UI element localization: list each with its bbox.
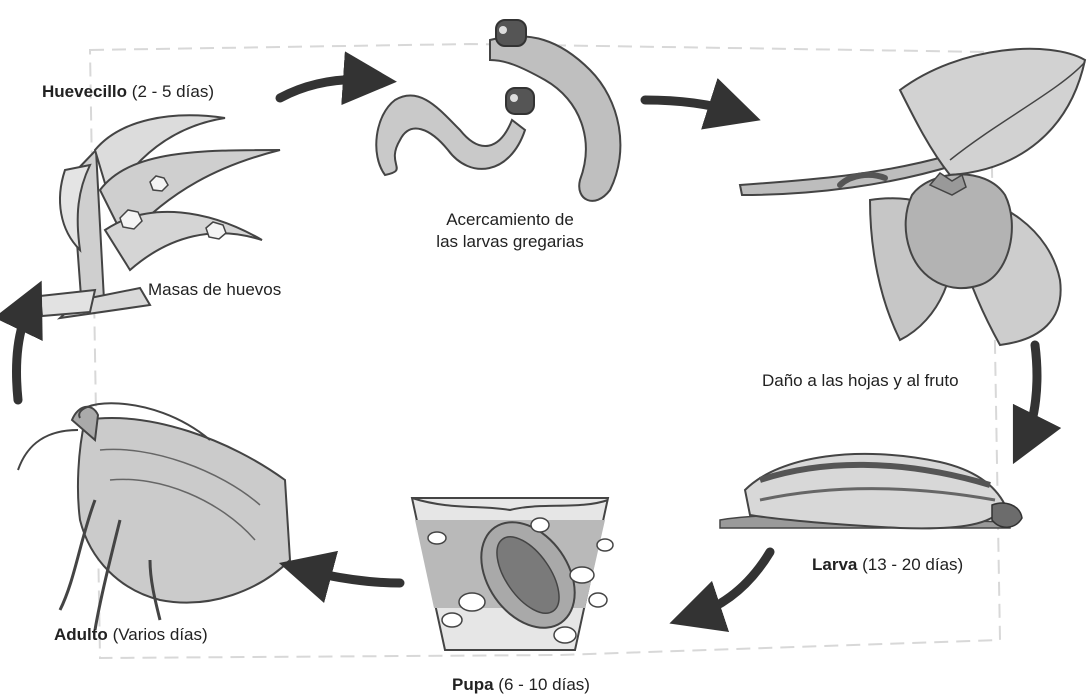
pupa-stage-name: Pupa [452,675,494,694]
gregarious-caption-line2: las larvas gregarias [420,231,600,253]
damage-caption: Daño a las hojas y al fruto [762,370,959,392]
leaf-and-fruit-illustration [740,49,1085,345]
adult-stage-duration: (Varios días) [113,625,208,644]
pupa-stage-label: Pupa (6 - 10 días) [452,674,590,696]
larva-illustration [720,454,1022,528]
larva-stage-label: Larva (13 - 20 días) [812,554,963,576]
arrow-gregarious-to-damage [645,100,735,112]
arrow-damage-to-larva [1025,345,1037,440]
arrow-pupa-to-adult [305,570,400,583]
arrow-egg-to-gregarious [280,80,370,98]
egg-stage-label: Huevecillo (2 - 5 días) [42,81,214,103]
egg-stage-name: Huevecillo [42,82,127,101]
egg-stage-duration: (2 - 5 días) [132,82,214,101]
pupa-illustration [412,498,613,650]
larva-stage-duration: (13 - 20 días) [862,555,963,574]
arrow-adult-to-egg [17,305,31,400]
adult-stage-name: Adulto [54,625,108,644]
gregarious-caption-line1: Acercamiento de [420,209,600,231]
adult-stage-label: Adulto (Varios días) [54,624,208,646]
egg-masses-caption: Masas de huevos [148,279,281,301]
adult-moth-illustration [18,403,290,630]
gregarious-larvae-illustration [376,20,620,201]
pupa-stage-duration: (6 - 10 días) [498,675,590,694]
larva-stage-name: Larva [812,555,857,574]
gregarious-caption: Acercamiento de las larvas gregarias [420,209,600,253]
arrow-larva-to-pupa [695,552,770,615]
